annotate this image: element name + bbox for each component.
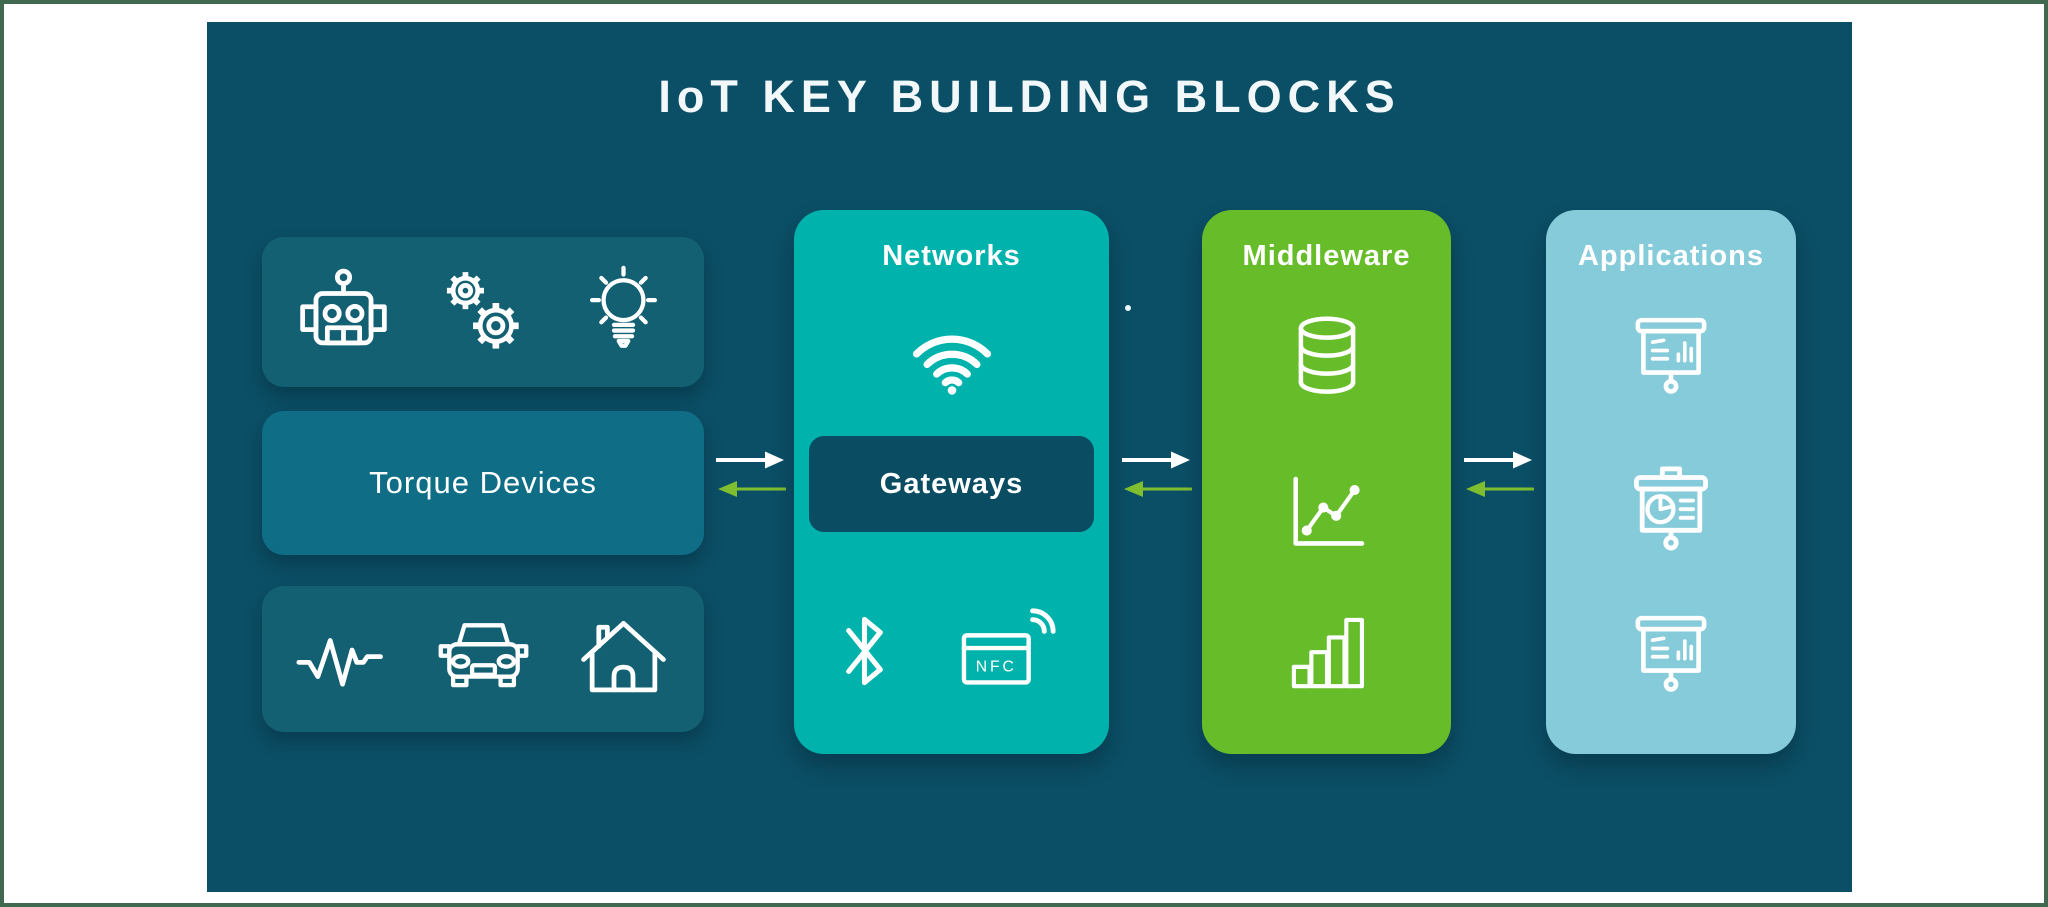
arrow-right-icon xyxy=(716,450,786,470)
arrow-left-icon xyxy=(716,479,786,499)
bluetooth-icon xyxy=(832,602,897,700)
lightbulb-icon xyxy=(576,265,671,360)
middleware-title: Middleware xyxy=(1242,240,1411,272)
line-chart-icon xyxy=(1279,468,1374,560)
arrows-middleware-applications xyxy=(1464,450,1534,499)
gateways-block: Gateways xyxy=(809,436,1094,532)
devices-icons-bottom-block xyxy=(262,586,704,732)
arrow-left-icon xyxy=(1122,479,1192,499)
pulse-icon xyxy=(295,612,391,707)
networks-title: Networks xyxy=(882,240,1021,272)
nfc-icon: NFC xyxy=(952,604,1070,702)
presentation-bar-chart-icon xyxy=(1622,310,1720,402)
diagram-canvas: IoT KEY BUILDING BLOCKS xyxy=(207,22,1852,892)
arrows-networks-middleware xyxy=(1122,450,1192,499)
presentation-bar-chart-icon xyxy=(1622,608,1720,700)
wifi-icon xyxy=(894,305,1009,401)
presentation-pie-chart-icon xyxy=(1622,466,1720,562)
house-icon xyxy=(576,612,671,707)
arrow-left-icon xyxy=(1464,479,1534,499)
torque-devices-block: Torque Devices xyxy=(262,411,704,555)
gateways-label: Gateways xyxy=(879,467,1024,500)
bar-chart-icon xyxy=(1279,608,1374,700)
diagram-title: IoT KEY BUILDING BLOCKS xyxy=(658,71,1401,122)
gears-icon xyxy=(436,265,531,360)
stray-dot xyxy=(1125,305,1131,311)
database-icon xyxy=(1282,312,1372,402)
arrows-devices-networks xyxy=(716,450,786,499)
applications-block: Applications xyxy=(1546,210,1796,754)
svg-text:NFC: NFC xyxy=(976,659,1017,676)
arrow-right-icon xyxy=(1464,450,1534,470)
middleware-block: Middleware xyxy=(1202,210,1451,754)
torque-devices-label: Torque Devices xyxy=(369,465,597,500)
car-icon xyxy=(436,612,531,707)
robot-icon xyxy=(296,265,391,360)
devices-icons-top-block xyxy=(262,237,704,387)
arrow-right-icon xyxy=(1122,450,1192,470)
networks-block: Networks Gateways xyxy=(794,210,1109,754)
applications-title: Applications xyxy=(1577,240,1764,272)
